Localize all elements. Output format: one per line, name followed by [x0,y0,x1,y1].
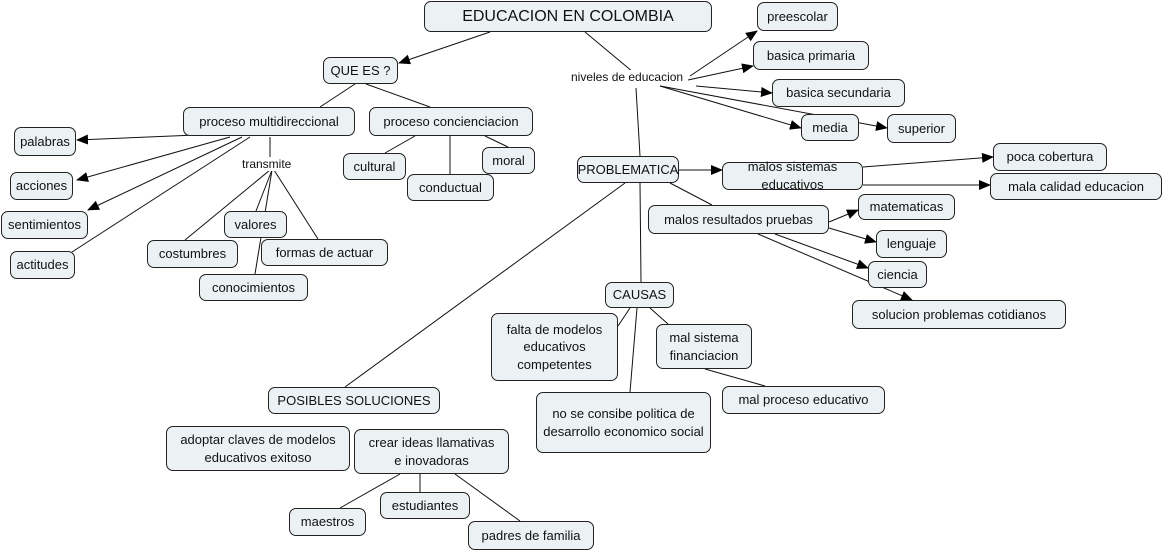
edge [87,136,243,211]
solucion-problemas-node[interactable]: solucion problemas cotidianos [852,300,1066,329]
edge [365,83,431,108]
posibles-soluciones-node[interactable]: POSIBLES SOLUCIONES [268,387,440,414]
cultural-node[interactable]: cultural [343,153,406,180]
edge [184,169,271,241]
edge [629,307,638,393]
moral-node[interactable]: moral [482,147,535,174]
maestros-node[interactable]: maestros [289,508,366,536]
edge [273,169,319,240]
edge [255,169,273,212]
sentimientos-node[interactable]: sentimientos [1,211,88,239]
malos-resultados-node[interactable]: malos resultados pruebas [648,205,829,234]
valores-node[interactable]: valores [224,211,287,238]
conocimientos-node[interactable]: conocimientos [199,274,308,301]
proceso-concienciacion-node[interactable]: proceso concienciacion [369,107,533,136]
actitudes-node[interactable]: actitudes [10,251,75,279]
mal-proceso-educativo-node[interactable]: mal proceso educativo [722,386,885,414]
edge [828,227,877,244]
edge [617,307,631,327]
edge [774,233,869,269]
poca-cobertura-node[interactable]: poca cobertura [993,143,1107,171]
proceso-multidireccional-node[interactable]: proceso multidireccional [183,107,355,136]
problematica-node[interactable]: PROBLEMATICA [577,156,679,183]
edge [635,87,641,157]
malos-sistemas-node[interactable]: malos sistemas educativos [722,159,863,192]
edge [339,473,401,509]
edge [828,209,859,223]
conductual-node[interactable]: conductual [407,174,494,201]
basica-secundaria-node[interactable]: basica secundaria [772,79,905,107]
padres-de-familia-node[interactable]: padres de familia [468,521,594,550]
lenguaje-node[interactable]: lenguaje [876,230,947,258]
edge [687,63,754,81]
edge [757,233,913,301]
estudiantes-node[interactable]: estudiantes [380,492,470,519]
ciencia-node[interactable]: ciencia [868,261,927,288]
basica-primaria-node[interactable]: basica primaria [753,41,869,70]
mala-calidad-node[interactable]: mala calidad educacion [990,173,1162,200]
falta-modelos-node[interactable]: falta de modelos educativos competentes [491,313,618,381]
edge [71,136,251,253]
edge [384,135,416,154]
no-se-consibe-node[interactable]: no se consibe politica de desarrollo eco… [536,392,711,453]
matematicas-node[interactable]: matematicas [858,194,955,220]
acciones-node[interactable]: acciones [10,172,73,200]
mal-sistema-financiacion-node[interactable]: mal sistema financiacion [656,324,752,369]
edge [76,136,231,182]
edge [689,30,758,77]
edge [484,135,509,148]
edge [344,182,626,388]
adoptar-claves-node[interactable]: adoptar claves de modelos educativos exi… [166,426,350,471]
edge [659,85,802,130]
edge [704,368,766,387]
root-node[interactable]: EDUCACION EN COLOMBIA [424,1,712,32]
que-es-node[interactable]: QUE ES ? [323,57,398,84]
palabras-node[interactable]: palabras [14,127,76,156]
edge [319,83,356,108]
costumbres-node[interactable]: costumbres [147,240,238,268]
edge [862,152,994,168]
edge [695,85,773,97]
edge [639,182,642,283]
niveles-link-label: niveles de educacion [570,70,685,84]
media-node[interactable]: media [801,114,859,141]
preescolar-node[interactable]: preescolar [757,2,838,31]
transmite-link-label: transmite [241,157,293,171]
crear-ideas-node[interactable]: crear ideas llamativas e inovadoras [354,429,509,474]
edge [669,182,713,206]
formas-de-actuar-node[interactable]: formas de actuar [261,239,388,266]
superior-node[interactable]: superior [887,114,956,143]
causas-node[interactable]: CAUSAS [605,282,674,308]
edge [454,473,521,522]
edge [584,31,634,73]
edge [649,307,669,325]
edge [76,134,197,145]
edge [398,31,491,65]
